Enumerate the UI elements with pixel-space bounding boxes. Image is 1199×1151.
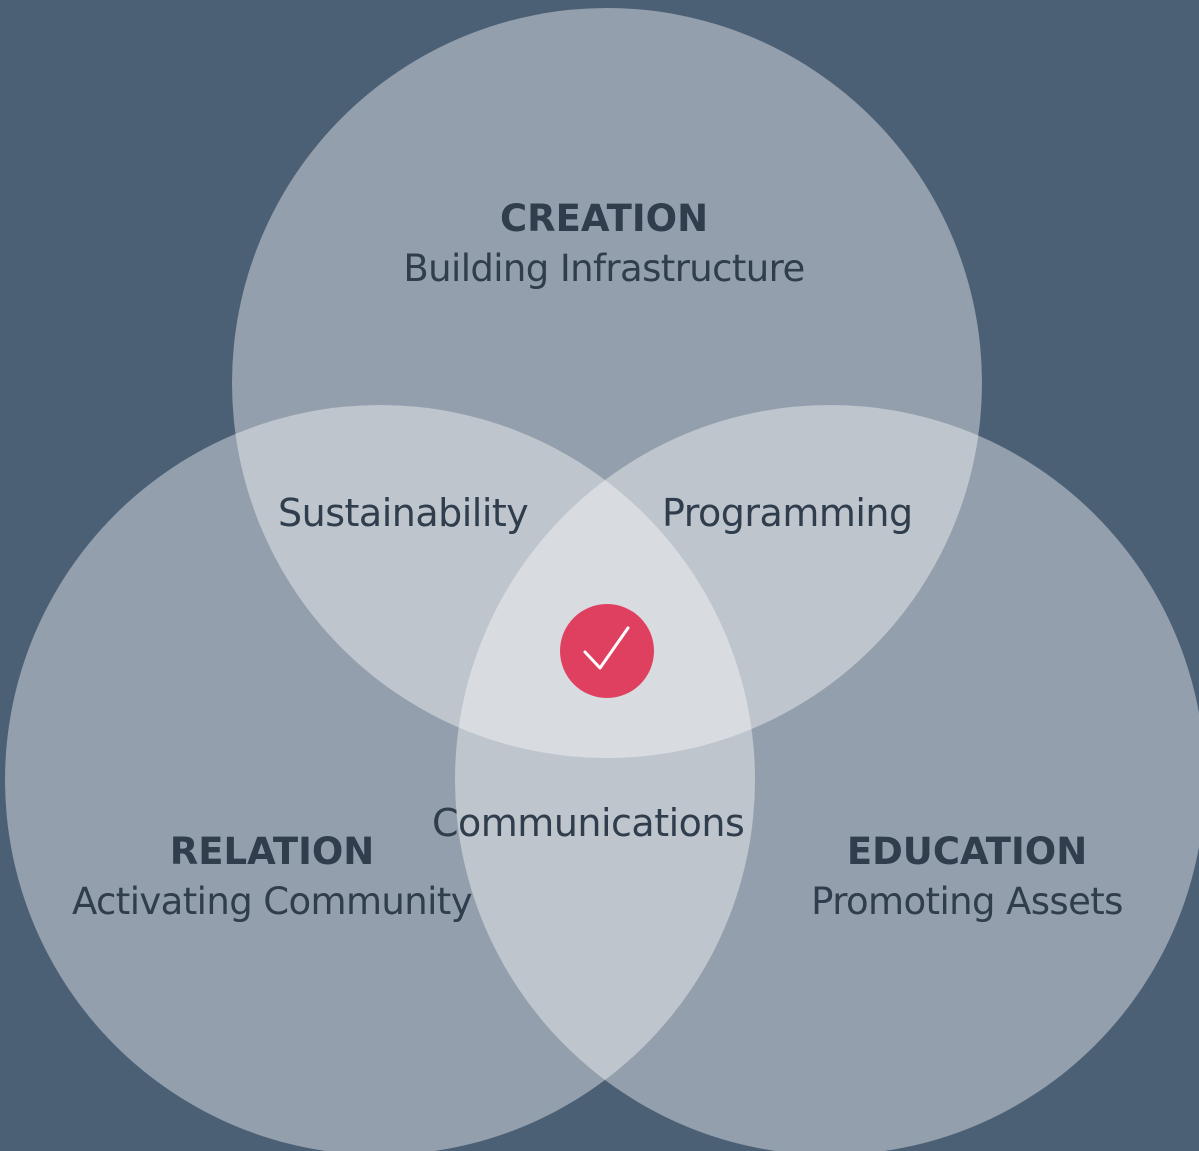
- relation-subtitle: Activating Community: [72, 880, 473, 923]
- check-icon: [560, 604, 654, 698]
- creation-subtitle: Building Infrastructure: [403, 247, 805, 290]
- circle-relation: [5, 405, 755, 1151]
- circle-creation: [232, 8, 982, 758]
- overlap-programming: Programming: [662, 491, 913, 535]
- overlap-communications: Communications: [432, 801, 745, 845]
- relation-title: RELATION: [169, 830, 375, 873]
- overlap-sustainability: Sustainability: [278, 491, 529, 535]
- relation-label: RELATION Activating Community: [40, 833, 504, 920]
- check-mark: [583, 626, 630, 670]
- circle-education: [455, 405, 1199, 1151]
- education-subtitle: Promoting Assets: [811, 880, 1123, 923]
- education-label: EDUCATION Promoting Assets: [782, 833, 1152, 920]
- education-title: EDUCATION: [846, 830, 1088, 873]
- check-badge: [560, 604, 654, 698]
- creation-title: CREATION: [499, 197, 709, 240]
- creation-label: CREATION Building Infrastructure: [384, 200, 824, 287]
